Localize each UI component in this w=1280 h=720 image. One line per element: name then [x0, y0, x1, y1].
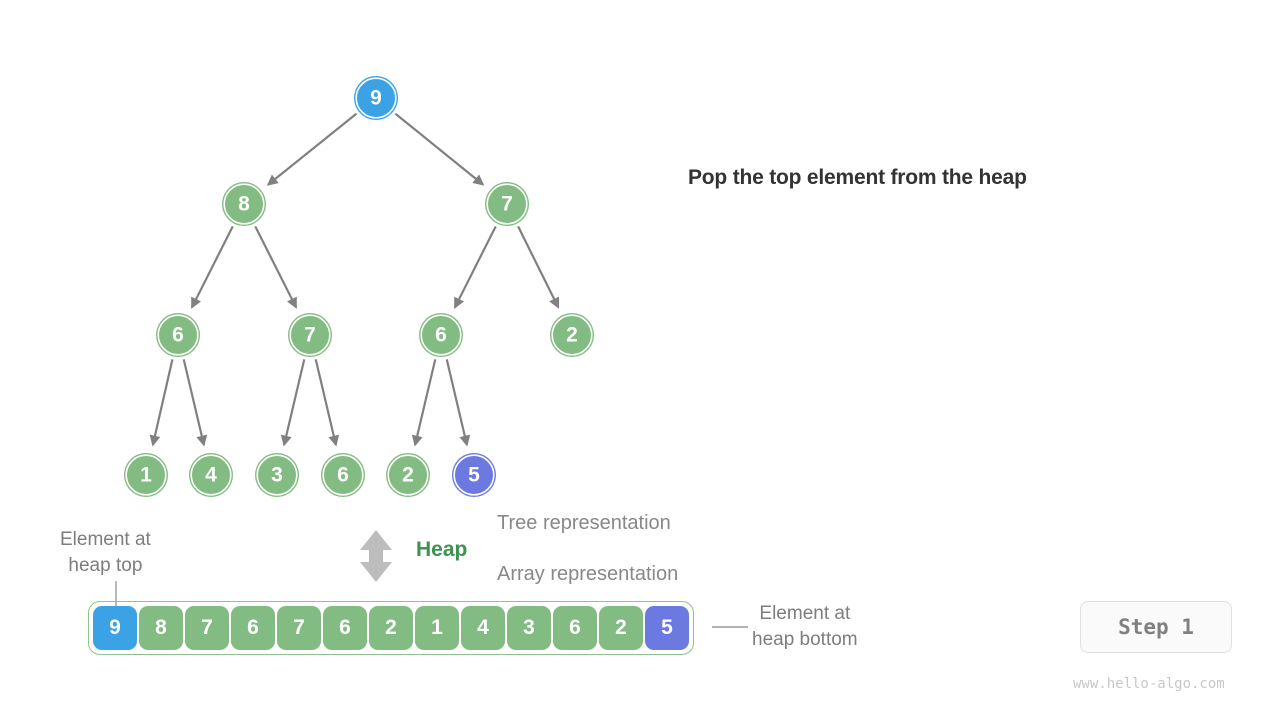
- tree-node-inner-ring: [289, 314, 331, 356]
- tree-edge: [182, 359, 208, 447]
- tree-node-outer-ring: [156, 313, 200, 357]
- tree-node-outer-ring: [222, 182, 266, 226]
- tree-node-value: 1: [140, 464, 152, 487]
- tree-edge: [411, 359, 437, 447]
- heap-bottom-annotation-line1: Element at: [759, 603, 851, 624]
- tree-node: 5: [452, 453, 496, 497]
- array-cell: 8: [139, 606, 183, 650]
- tree-edge: [149, 359, 174, 447]
- tree-node-value: 6: [172, 324, 184, 347]
- tree-node: 6: [321, 453, 365, 497]
- tree-node-inner-ring: [223, 183, 265, 225]
- tree-node-outer-ring: [321, 453, 365, 497]
- tree-node-inner-ring: [420, 314, 462, 356]
- tree-node-inner-ring: [486, 183, 528, 225]
- tree-edge: [517, 225, 560, 309]
- tree-node-inner-ring: [190, 454, 232, 496]
- tree-node: 4: [189, 453, 233, 497]
- tree-node-inner-ring: [453, 454, 495, 496]
- heap-top-annotation-line2: heap top: [68, 555, 143, 576]
- tree-node-value: 5: [468, 464, 480, 487]
- tree-node-value: 7: [304, 324, 316, 347]
- array-cell: 6: [323, 606, 367, 650]
- array-cell: 2: [599, 606, 643, 650]
- tree-node-inner-ring: [322, 454, 364, 496]
- tree-node-value: 6: [337, 464, 349, 487]
- heap-bottom-annotation: Element at heap bottom: [752, 601, 858, 653]
- heap-top-annotation: Element at heap top: [60, 527, 151, 579]
- tree-edge: [190, 225, 234, 309]
- tree-node-value: 2: [566, 324, 578, 347]
- tree-node-outer-ring: [419, 313, 463, 357]
- tree-node-inner-ring: [551, 314, 593, 356]
- tree-edge: [314, 359, 340, 447]
- tree-node-outer-ring: [452, 453, 496, 497]
- tree-node-value: 3: [271, 464, 283, 487]
- tree-node: 1: [124, 453, 168, 497]
- tree-node-value: 8: [238, 193, 250, 216]
- tree-node: 3: [255, 453, 299, 497]
- tree-edges: [149, 112, 560, 447]
- array-cell: 6: [553, 606, 597, 650]
- tree-node-outer-ring: [255, 453, 299, 497]
- tree-node-inner-ring: [355, 77, 397, 119]
- tree-node-value: 7: [501, 193, 513, 216]
- array-cell: 6: [231, 606, 275, 650]
- tree-node-inner-ring: [125, 454, 167, 496]
- tree-nodes: 9 8 7 6 7 6 2 1 4 3 6 2 5: [124, 76, 594, 497]
- page-title: Pop the top element from the heap: [688, 166, 1027, 189]
- tree-node: 6: [419, 313, 463, 357]
- tree-edge: [254, 225, 298, 309]
- heap-bottom-annotation-line2: heap bottom: [752, 629, 858, 650]
- tree-node-outer-ring: [124, 453, 168, 497]
- tree-node-value: 6: [435, 324, 447, 347]
- tree-node-inner-ring: [387, 454, 429, 496]
- tree-node: 6: [156, 313, 200, 357]
- tree-node: 2: [386, 453, 430, 497]
- tree-node-outer-ring: [386, 453, 430, 497]
- array-cell: 2: [369, 606, 413, 650]
- tree-node-value: 4: [205, 464, 217, 487]
- tree-node-outer-ring: [354, 76, 398, 120]
- tree-edge: [394, 112, 485, 186]
- tree-node: 2: [550, 313, 594, 357]
- tree-node: 9: [354, 76, 398, 120]
- array-cell: 7: [277, 606, 321, 650]
- tree-edge: [453, 225, 497, 309]
- tree-representation-caption: Tree representation: [497, 512, 671, 534]
- watermark: www.hello-algo.com: [1073, 676, 1225, 692]
- tree-node: 8: [222, 182, 266, 226]
- tree-node-outer-ring: [550, 313, 594, 357]
- array-cell: 1: [415, 606, 459, 650]
- array-representation-caption: Array representation: [497, 563, 679, 585]
- tree-edge: [445, 359, 471, 447]
- tree-edge: [280, 359, 306, 447]
- tree-edge: [266, 112, 358, 186]
- tree-node-outer-ring: [288, 313, 332, 357]
- array-cell: 5: [645, 606, 689, 650]
- tree-node: 7: [485, 182, 529, 226]
- tree-node-outer-ring: [485, 182, 529, 226]
- heap-top-annotation-line1: Element at: [60, 529, 151, 550]
- tree-node-inner-ring: [157, 314, 199, 356]
- tree-node-inner-ring: [256, 454, 298, 496]
- double-arrow-icon: [360, 530, 392, 582]
- heap-label: Heap: [416, 538, 468, 561]
- array-cell: 9: [93, 606, 137, 650]
- tree-node-value: 9: [370, 87, 382, 110]
- tree-node-outer-ring: [189, 453, 233, 497]
- tree-node-value: 2: [402, 464, 414, 487]
- step-badge: Step 1: [1080, 601, 1232, 653]
- tree-node: 7: [288, 313, 332, 357]
- array-cell: 4: [461, 606, 505, 650]
- array-cell: 3: [507, 606, 551, 650]
- array-cell: 7: [185, 606, 229, 650]
